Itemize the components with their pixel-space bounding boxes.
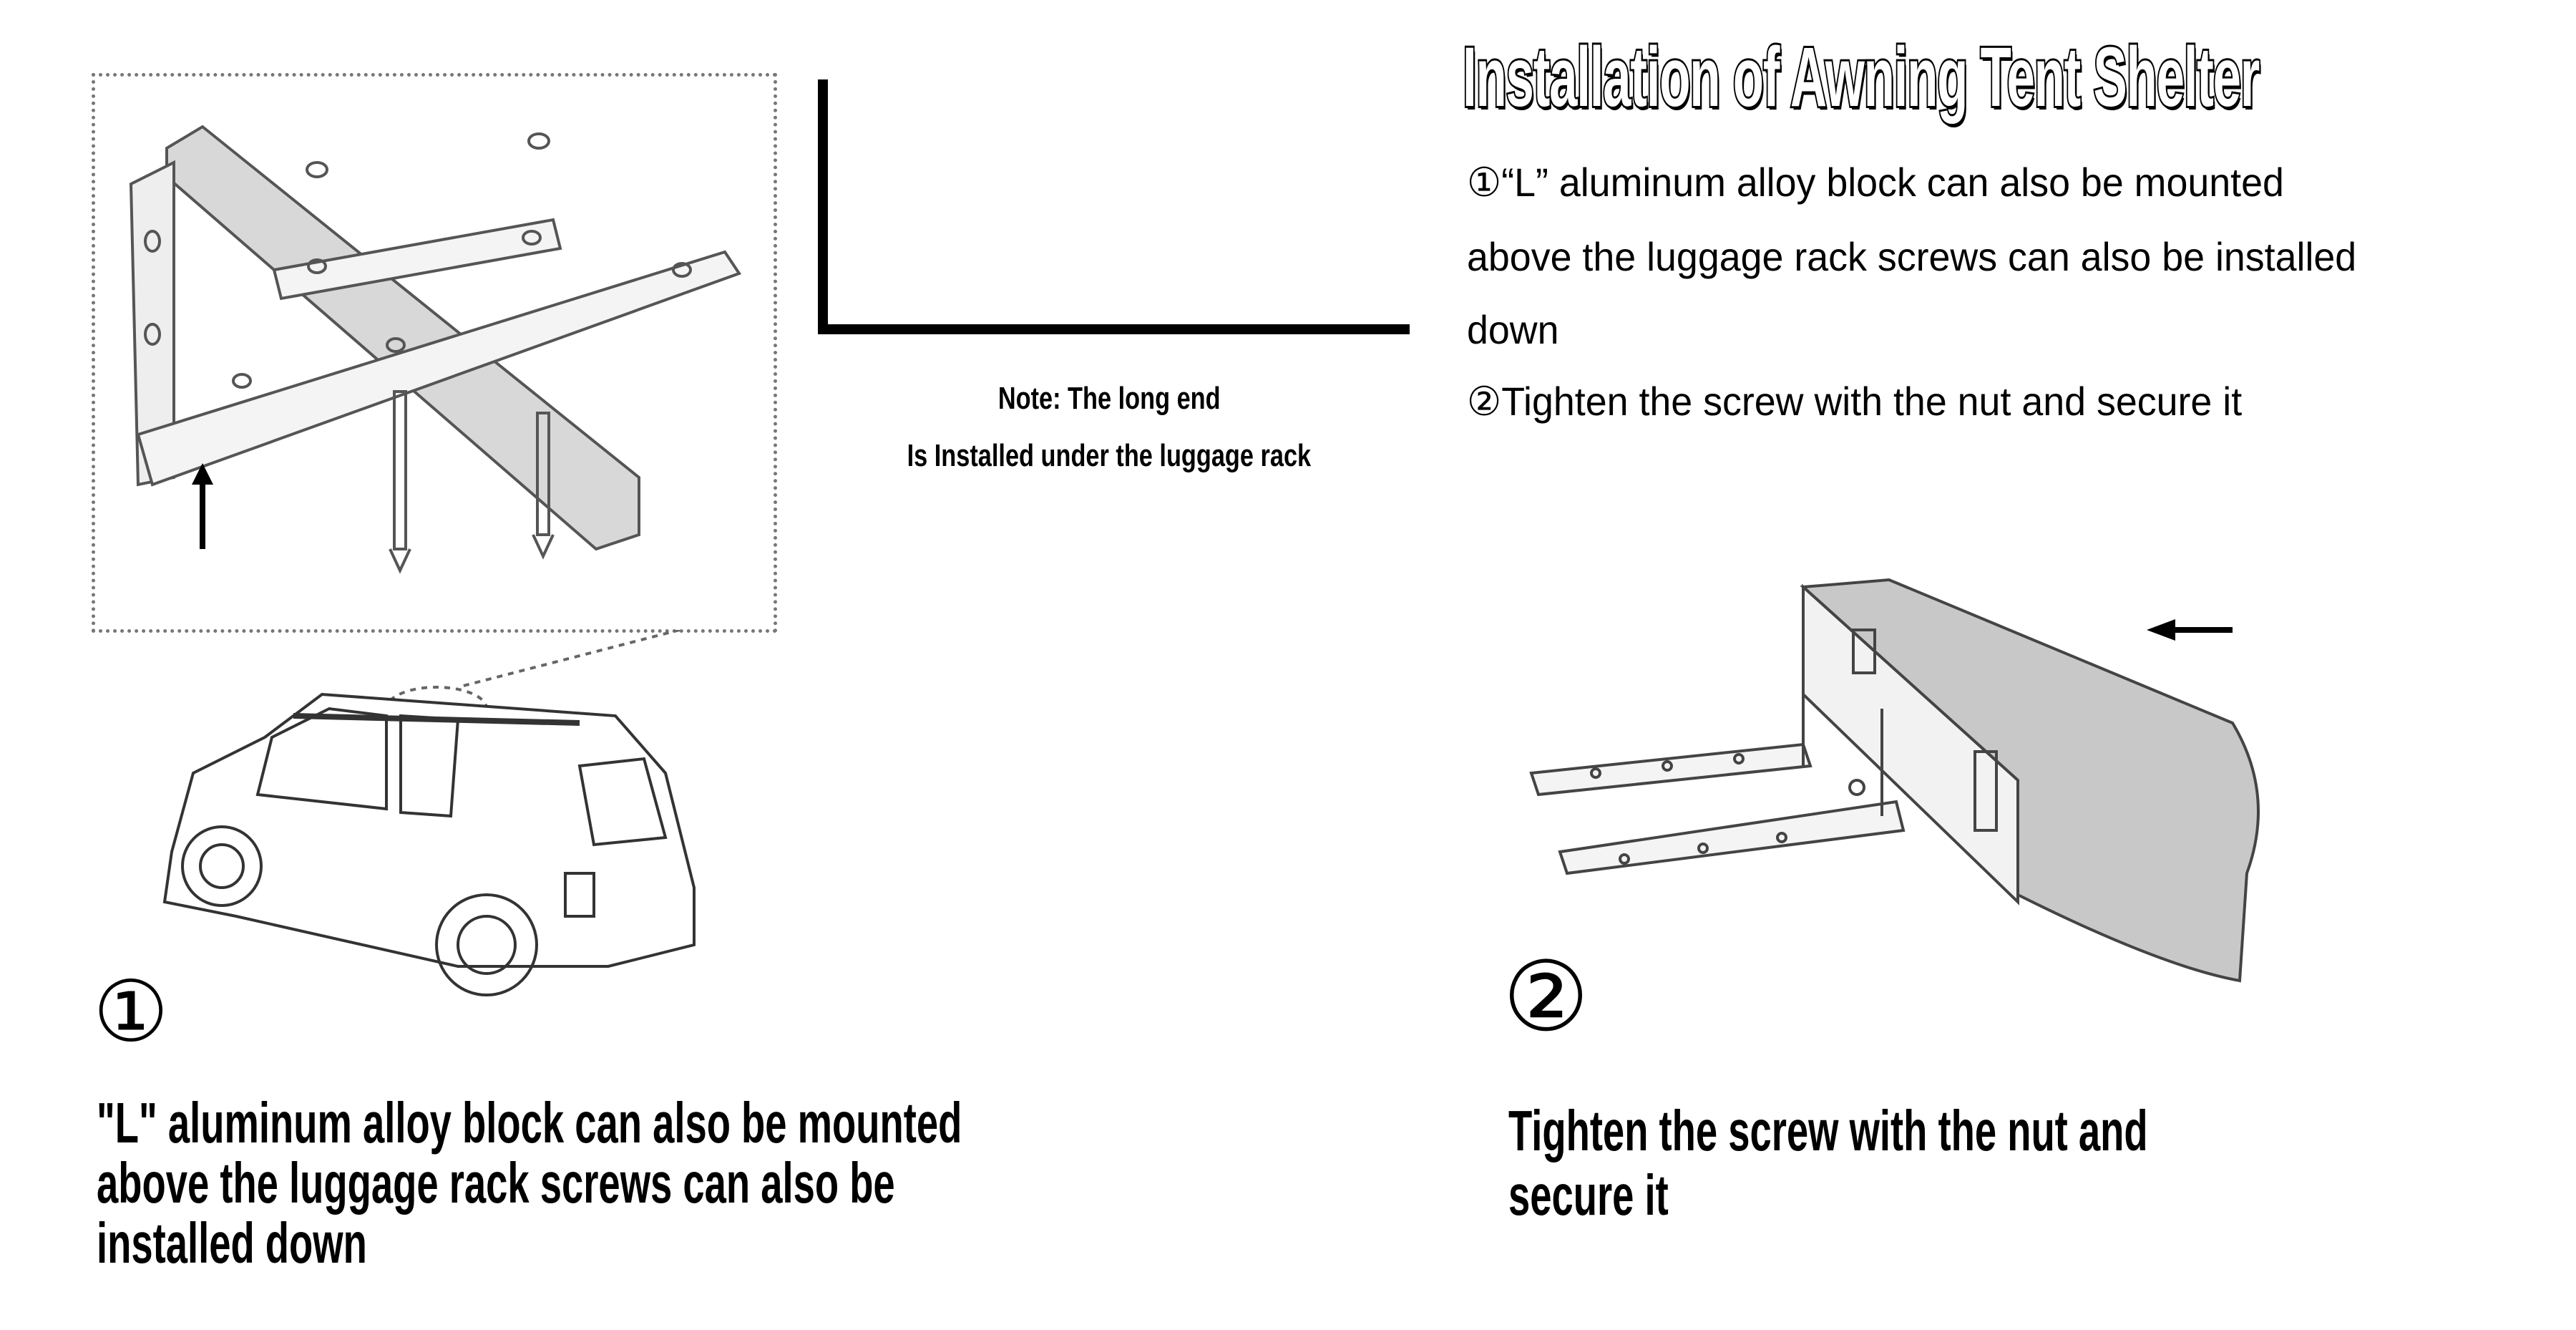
step-1-description: "L" aluminum alloy block can also be mou… <box>97 1093 1369 1273</box>
step-1-line: above the luggage rack screws can also b… <box>97 1151 895 1215</box>
detail-box <box>92 73 777 633</box>
step-1-line: "L" aluminum alloy block can also be mou… <box>97 1091 962 1155</box>
instruction-text: above the luggage rack screws can also b… <box>1467 234 2357 279</box>
note-line-2: Is Installed under the luggage rack <box>794 438 1424 474</box>
step-1-line: installed down <box>97 1211 367 1275</box>
instruction-line-1: ①“L” aluminum alloy block can also be mo… <box>1467 159 2318 206</box>
instruction-line-3: down <box>1467 306 1563 353</box>
instruction-text: ①“L” aluminum alloy block can also be mo… <box>1467 160 2284 205</box>
step-1-number: ① <box>93 965 169 1059</box>
step-2-number: ② <box>1503 943 1590 1051</box>
note-text: Is Installed under the luggage rack <box>907 438 1312 473</box>
instruction-line-4: ②Tighten the screw with the nut and secu… <box>1467 378 2274 425</box>
bracket-parts-illustration <box>129 125 742 574</box>
step-2-line: Tighten the screw with the nut and <box>1508 1099 2148 1162</box>
title-text: Installation of Awning Tent Shelter <box>1461 28 2261 127</box>
page-title: Installation of Awning Tent Shelter <box>1461 28 2576 127</box>
instruction-text: down <box>1467 307 1559 352</box>
step-2-line: secure it <box>1508 1163 1669 1227</box>
instruction-text: ②Tighten the screw with the nut and secu… <box>1467 379 2243 424</box>
note-line-1: Note: The long end <box>794 381 1424 417</box>
car-illustration <box>162 630 696 996</box>
step-2-description: Tighten the screw with the nut and secur… <box>1508 1099 2449 1228</box>
l-bracket-diagram <box>818 79 1410 334</box>
note-text: Note: The long end <box>997 381 1221 416</box>
instruction-line-2: above the luggage rack screws can also b… <box>1467 233 2394 280</box>
awning-mount-illustration <box>1529 578 2260 983</box>
